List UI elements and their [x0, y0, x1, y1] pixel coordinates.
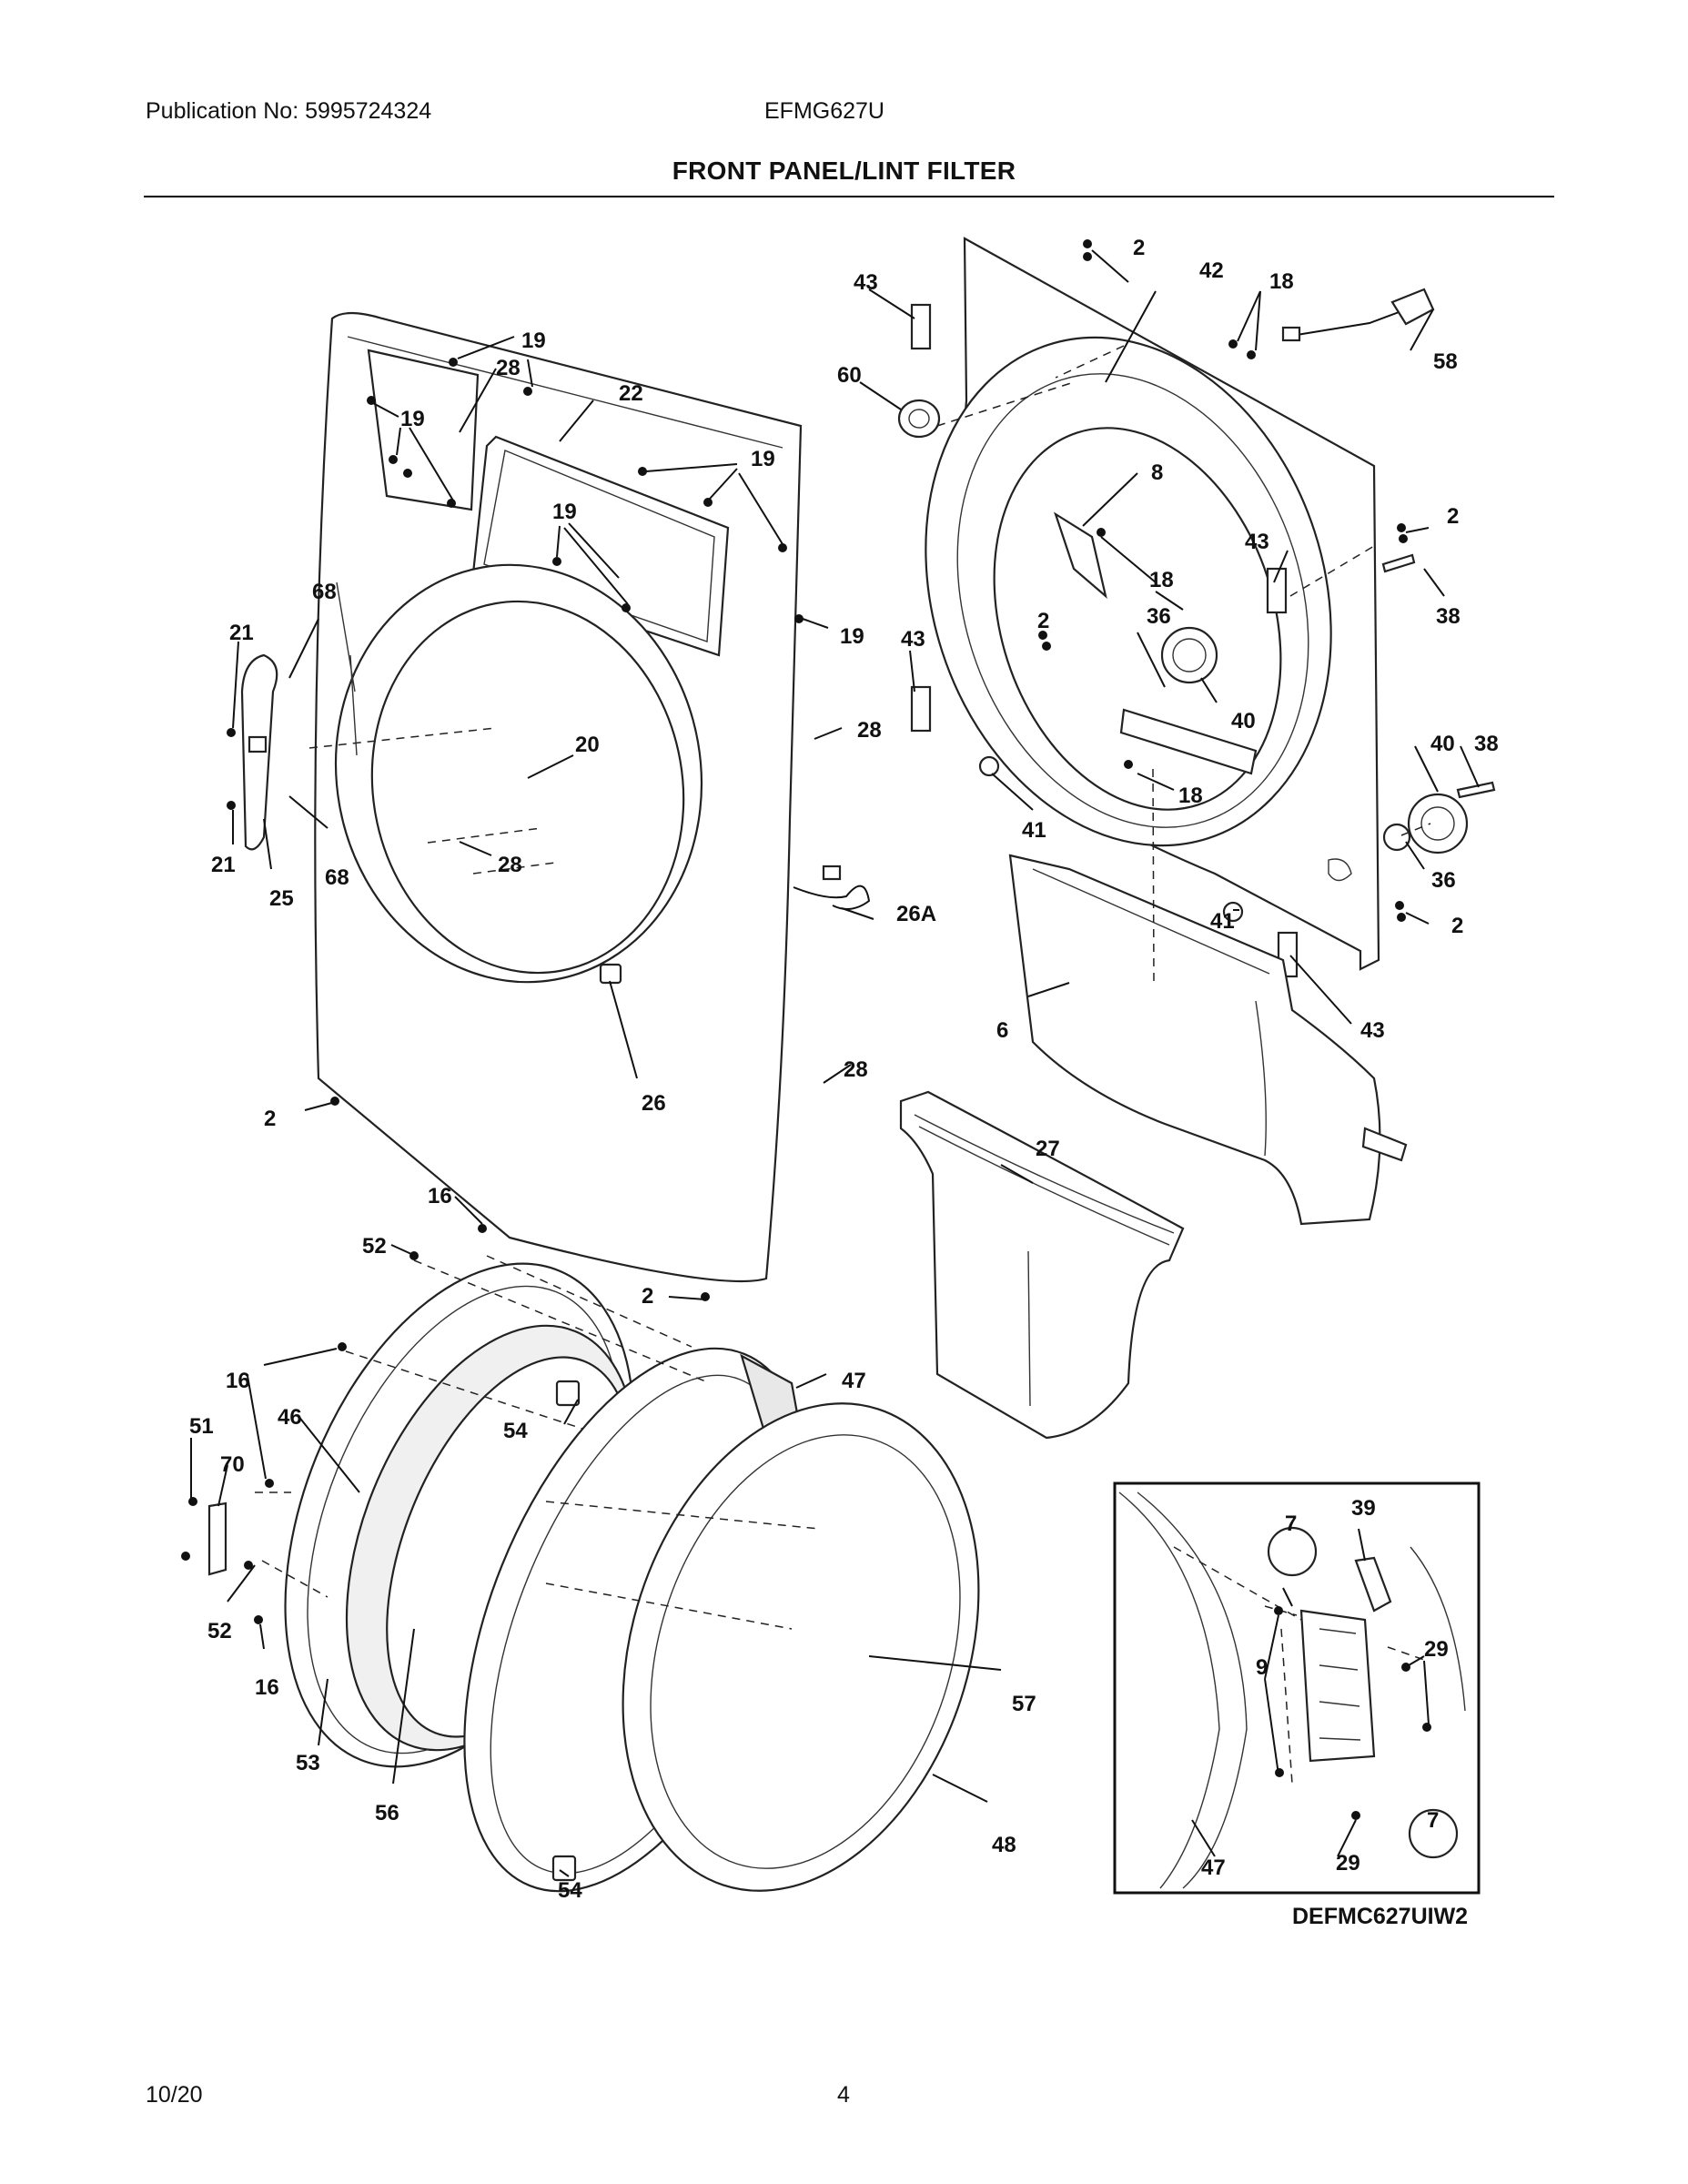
callout-28-d: 28 [844, 1057, 868, 1082]
title-rule [144, 196, 1554, 197]
leader-lines [190, 249, 1480, 1877]
hinge-brackets [910, 303, 1299, 978]
inset-model-code: DEFMC627UIW2 [1292, 1904, 1469, 1929]
callout-60: 60 [837, 363, 862, 388]
callout-19-d: 19 [552, 500, 577, 524]
grommet [897, 399, 941, 439]
callout-43-d: 43 [1360, 1018, 1385, 1043]
callout-8: 8 [1151, 460, 1163, 485]
callout-25: 25 [269, 886, 294, 911]
callout-2-c: 2 [1037, 609, 1049, 633]
callout-26: 26 [642, 1091, 666, 1116]
callout-56: 56 [375, 1801, 399, 1825]
callout-41-a: 41 [1022, 818, 1046, 843]
callout-68-a: 68 [312, 580, 337, 604]
callout-52-a: 52 [362, 1234, 387, 1259]
callout-22: 22 [619, 381, 643, 406]
callout-2-a: 2 [264, 1107, 276, 1131]
callout-27: 27 [1036, 1137, 1060, 1161]
callout-40-a: 40 [1231, 709, 1256, 733]
callout-6: 6 [996, 1018, 1008, 1043]
callout-52-b: 52 [207, 1619, 232, 1643]
callout-18-b: 18 [1149, 568, 1174, 592]
publication-number: Publication No: 5995724324 [146, 98, 432, 124]
hinge-detail-inset [1113, 1481, 1481, 1895]
callout-53: 53 [296, 1751, 320, 1775]
page-title: FRONT PANEL/LINT FILTER [672, 157, 1016, 185]
lint-duct [1008, 854, 1408, 1226]
callout-16-c: 16 [255, 1675, 279, 1700]
callout-26A: 26A [896, 902, 936, 926]
door-outer [622, 1402, 980, 1892]
callout-54-b: 54 [558, 1878, 582, 1903]
inset-callout-7-a: 7 [1285, 1512, 1297, 1536]
callout-57: 57 [1012, 1692, 1036, 1716]
wire-harness [793, 864, 871, 910]
door-strike [207, 1502, 227, 1576]
inset-callout-9: 9 [1256, 1655, 1268, 1680]
front-bulkhead [925, 237, 1380, 971]
front-panel [314, 311, 803, 1283]
callout-36-a: 36 [1147, 604, 1171, 629]
callout-28-a: 28 [496, 356, 521, 380]
inset-callout-29-a: 29 [1424, 1637, 1449, 1662]
callout-43-a: 43 [854, 270, 878, 295]
footer-date: 10/20 [146, 2082, 203, 2108]
callout-68-b: 68 [325, 865, 349, 890]
callout-19-b: 19 [400, 407, 425, 431]
callout-40-b: 40 [1430, 732, 1455, 756]
callout-2-b: 2 [1133, 236, 1145, 260]
callout-36-b: 36 [1431, 868, 1456, 893]
thermistor-cable [1281, 288, 1435, 342]
lint-filter [899, 1090, 1185, 1440]
callout-28-c: 28 [857, 718, 882, 743]
callout-18-a: 18 [1269, 269, 1294, 294]
callout-21-a: 21 [229, 621, 254, 645]
model-number: EFMG627U [764, 98, 884, 124]
callout-16-b: 16 [226, 1369, 250, 1393]
callout-19-a: 19 [521, 329, 546, 353]
callout-19-e: 19 [840, 624, 864, 649]
drum-bearing-parts [1381, 553, 1496, 854]
callout-38-a: 38 [1436, 604, 1461, 629]
inset-callout-47: 47 [1201, 1855, 1226, 1880]
callout-46: 46 [278, 1405, 302, 1430]
callout-48: 48 [992, 1833, 1016, 1857]
inset-callout-7-b: 7 [1427, 1808, 1439, 1833]
callout-20: 20 [575, 733, 600, 757]
callout-42: 42 [1199, 258, 1224, 283]
page-number: 4 [837, 2082, 850, 2108]
inset-callout-39: 39 [1351, 1496, 1376, 1521]
callout-47: 47 [842, 1369, 866, 1393]
callout-41-b: 41 [1210, 909, 1235, 934]
callout-2-e: 2 [1451, 914, 1463, 938]
inset-callout-29-b: 29 [1336, 1851, 1360, 1876]
callout-54-a: 54 [503, 1419, 528, 1443]
callout-51: 51 [189, 1414, 214, 1439]
callout-70: 70 [220, 1452, 245, 1477]
lint-filter-plate [240, 653, 278, 851]
callout-21-b: 21 [211, 853, 236, 877]
callout-28-b: 28 [498, 853, 522, 877]
screws [181, 239, 1431, 1820]
callout-2-f: 2 [642, 1284, 653, 1309]
callout-19-c: 19 [751, 447, 775, 471]
callout-2-d: 2 [1447, 504, 1459, 529]
callout-38-b: 38 [1474, 732, 1499, 756]
callout-58: 58 [1433, 349, 1458, 374]
callout-43-c: 43 [901, 627, 925, 652]
callout-18-c: 18 [1178, 784, 1203, 808]
callout-labels: 2 2 2 2 2 2 6 8 16 16 16 18 18 18 19 19 … [189, 236, 1499, 1903]
callout-43-b: 43 [1245, 530, 1269, 554]
callout-16-a: 16 [428, 1184, 452, 1208]
